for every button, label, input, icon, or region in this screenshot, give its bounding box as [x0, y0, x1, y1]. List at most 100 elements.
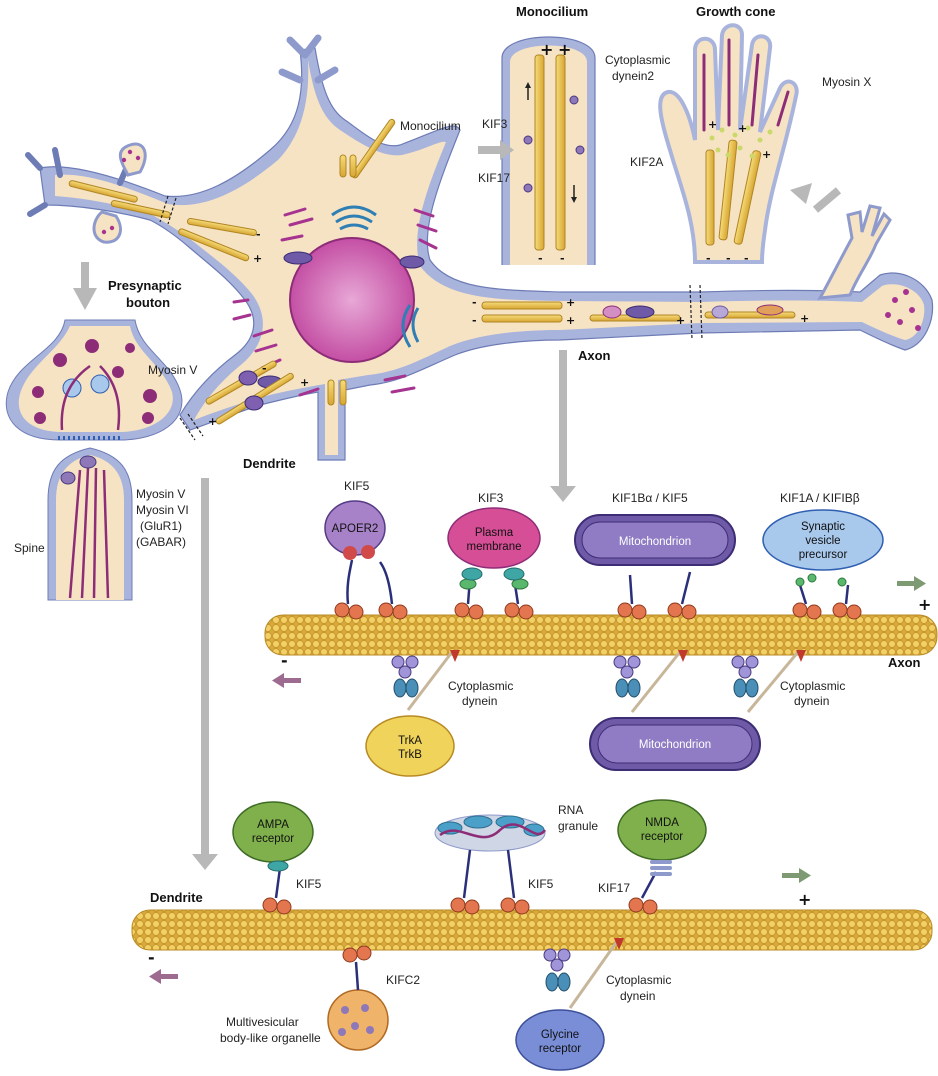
kifc2-label: KIFC2 [386, 973, 420, 987]
growth-cone-minus-1: - [706, 252, 711, 265]
dendrite-transport-panel: + - [131, 799, 933, 1071]
rna-granule-shape [434, 814, 547, 852]
cytoplasmic-dynein2-label-1: Cytoplasmic [605, 53, 670, 67]
myosin-x-label: Myosin X [822, 75, 871, 89]
axon-mt-plus-3: + [676, 314, 685, 327]
mvb-label-1: Multivesicular [226, 1015, 299, 1029]
cargo-glycine [515, 1009, 605, 1071]
cargo-ampa [232, 801, 314, 863]
presynaptic-label-1: Presynaptic [108, 278, 182, 293]
spine-gabar-label: (GABAR) [136, 535, 186, 549]
growth-cone-plus-3: + [762, 148, 771, 161]
kif3-top-label: KIF3 [482, 117, 508, 131]
axon-dynein-label-2b: dynein [794, 694, 829, 708]
growth-cone-plus-2: + [738, 122, 747, 135]
axon-mt-plus-4: + [800, 312, 809, 325]
cargo-plasma-membrane [447, 507, 541, 569]
trka-label: TrkA [398, 735, 422, 747]
axon-mt-plus-2: + [566, 314, 575, 327]
dendrite-kif5-b-label: KIF5 [528, 877, 554, 891]
motor-kif3-label: KIF3 [478, 491, 504, 505]
monocilium-side-label: Monocilium [400, 119, 461, 133]
growth-cone-minus-3: - [744, 252, 749, 265]
mitochondrion-top-label: Mitochondrion [619, 536, 691, 548]
soma-mt-plus: + [253, 252, 262, 265]
dendrite-mt-minus: - [262, 362, 267, 375]
axon-mt-minus-2: - [472, 314, 477, 327]
monocilium-plus-1: + [540, 40, 553, 59]
dendrite-mt-plus-2: + [208, 415, 217, 428]
dendrite-panel-minus: - [148, 948, 155, 967]
growth-cone-minus-2: - [726, 252, 731, 265]
dendrite-kif17-label: KIF17 [598, 881, 630, 895]
axon-microtubule [264, 614, 938, 656]
ampa-label-1: AMPA [257, 819, 289, 831]
labels: Monocilium Growth cone Cytoplasmic dynei… [14, 4, 921, 1055]
cargo-mvb [327, 989, 389, 1051]
mitochondrion-bottom-label: Mitochondrion [639, 739, 711, 751]
nmda-label-1: NMDA [645, 817, 679, 829]
plasma-label-1: Plasma [475, 527, 514, 539]
svp-label-3: precursor [799, 549, 848, 561]
nucleus [289, 237, 415, 363]
dendrite-branches [25, 147, 133, 217]
dendrite-panel-plus: + [798, 890, 811, 909]
monocilium-inset: + + - - [501, 36, 596, 265]
kif17-top-label: KIF17 [478, 171, 510, 185]
motor-kif1ba-kif5-label: KIF1Bα / KIF5 [612, 491, 688, 505]
growth-cone-inset: + + + - - - [658, 23, 799, 265]
spine-glur1-label: (GluR1) [140, 519, 182, 533]
axon-dyneins [391, 650, 806, 713]
glycine-label-2: receptor [539, 1043, 581, 1055]
axon-mt-plus-1: + [566, 296, 575, 309]
growth-cone-plus-1: + [708, 118, 717, 131]
myosin-v-top-label: Myosin V [148, 363, 197, 377]
synapse-inset [5, 319, 183, 601]
break-marks [159, 195, 703, 441]
neuron-cytoplasm [55, 60, 925, 455]
axon-mt-minus-1: - [472, 296, 477, 309]
neuron-dendrite-label: Dendrite [243, 456, 296, 471]
spine-myosin-vi-label: Myosin VI [136, 503, 189, 517]
dendrite-microtubule [131, 909, 933, 951]
golgi-apparatus [331, 205, 420, 348]
dendrite-dynein-label-1: Cytoplasmic [606, 973, 671, 987]
dendrite-dynein-label-2: dynein [620, 989, 655, 1003]
trkb-label: TrkB [398, 749, 422, 761]
monocilium-minus-2: - [560, 252, 565, 265]
axon-direction-arrows [272, 576, 926, 688]
mvb-label-2: body-like organelle [220, 1031, 321, 1045]
monocilium-plus-2: + [558, 40, 571, 59]
svp-label-1: Synaptic [801, 521, 845, 533]
spine-myosin-v-label: Myosin V [136, 487, 185, 501]
dendrite-direction-arrows [149, 868, 811, 984]
rna-granule-label-2: granule [558, 819, 598, 833]
monocilium-title: Monocilium [516, 4, 588, 19]
motor-kif1a-label: KIF1A / KIFIBβ [780, 491, 860, 505]
monocilium-minus-1: - [538, 252, 543, 265]
rna-granule-label-1: RNA [558, 803, 583, 817]
monocilium-mt-2 [555, 54, 566, 251]
axon-panel-minus: - [281, 651, 288, 670]
flow-arrows [73, 140, 842, 870]
nmda-label-2: receptor [641, 831, 683, 843]
neuron-illustration [25, 34, 934, 461]
axon-cargoes [238, 304, 784, 411]
cargo-trk [365, 715, 455, 777]
axon-panel-label: Axon [888, 655, 921, 670]
kif2a-label: KIF2A [630, 155, 663, 169]
dendrite-kif5-a-label: KIF5 [296, 877, 322, 891]
cargo-nmda [617, 799, 707, 861]
terminal-vesicles [885, 289, 921, 331]
neuron-axon-label: Axon [578, 348, 611, 363]
axon-dynein-label-1b: dynein [462, 694, 497, 708]
svp-label-2: vesicle [805, 535, 840, 547]
glycine-label-1: Glycine [541, 1029, 579, 1041]
apoer2-label: APOER2 [332, 523, 379, 535]
axon-dynein-label-1a: Cytoplasmic [448, 679, 513, 693]
dendrite-panel-label: Dendrite [150, 890, 203, 905]
motor-kif5-label: KIF5 [344, 479, 370, 493]
plasma-label-2: membrane [467, 541, 522, 553]
